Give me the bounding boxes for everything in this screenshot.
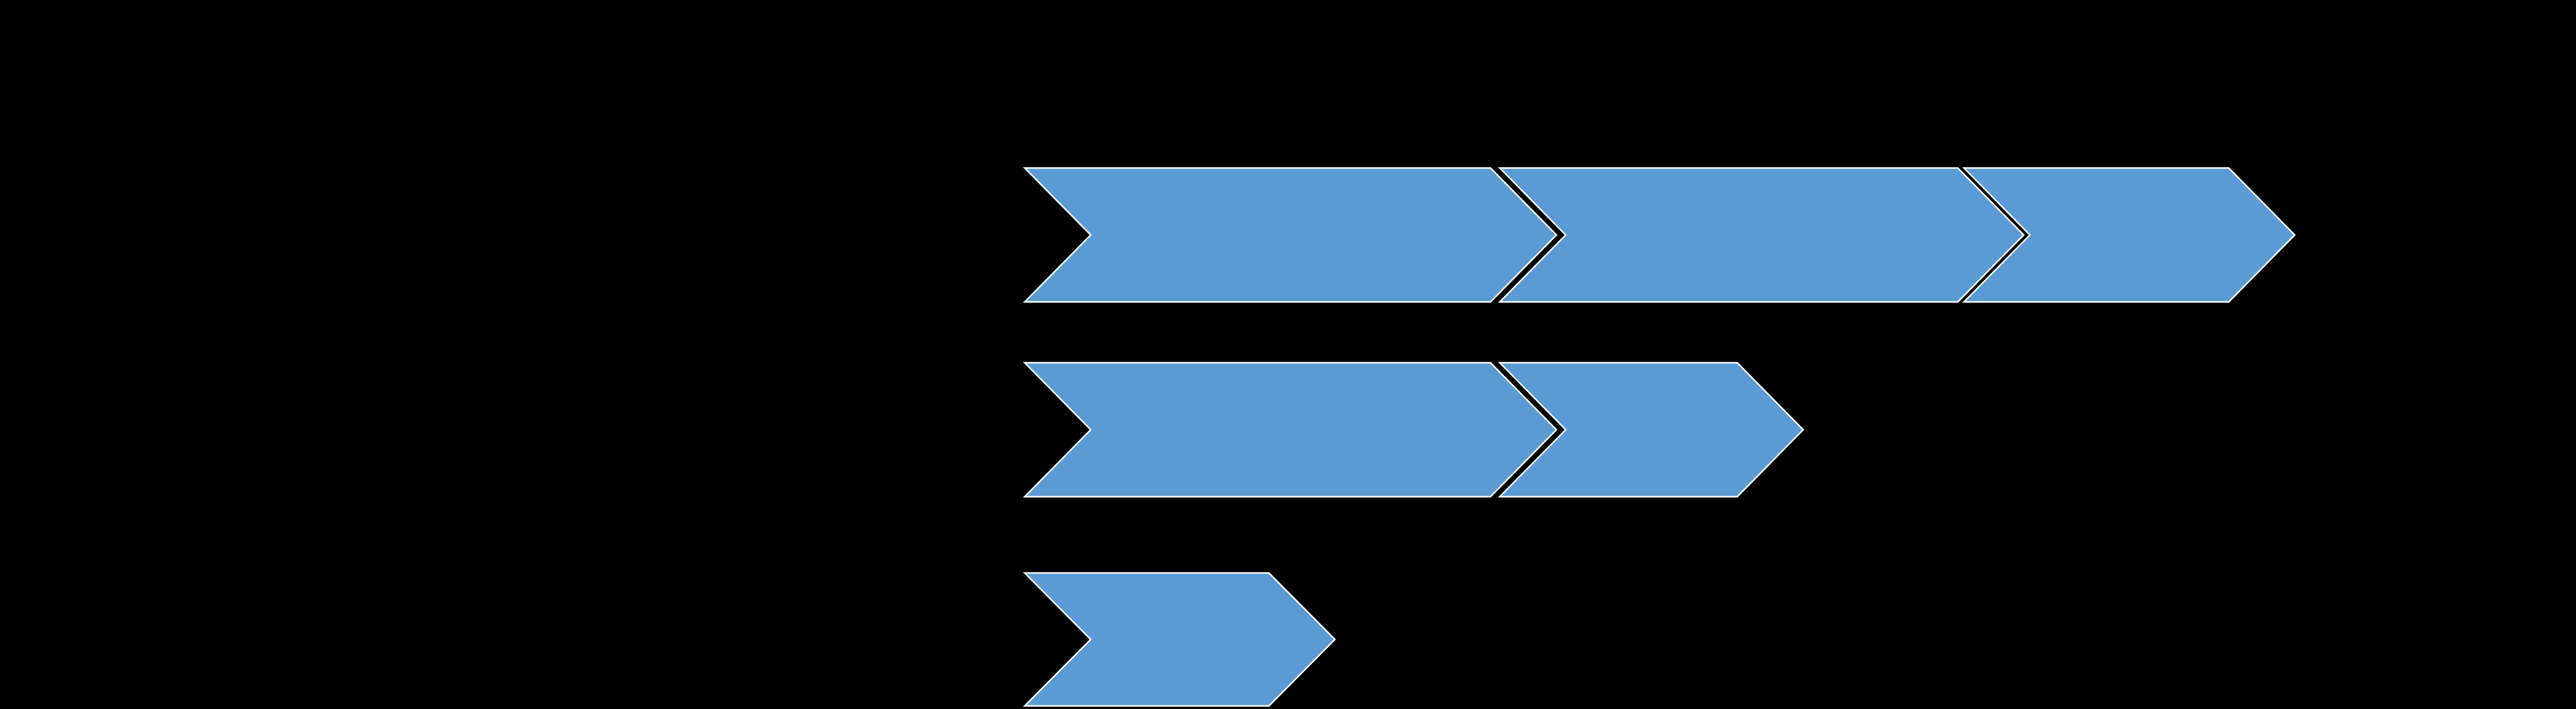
chevron-arrow-row2-step2[interactable] — [1498, 362, 1805, 498]
chevron-arrow-row1-step1[interactable] — [1023, 167, 1558, 303]
process-row-3 — [1023, 572, 1336, 707]
chevron-arrow-row2-step1[interactable] — [1023, 362, 1558, 498]
process-row-1 — [1023, 167, 2296, 303]
process-row-2 — [1023, 362, 1805, 498]
chevron-arrow-row1-step3[interactable] — [1962, 167, 2296, 303]
chevron-arrow-row1-step2[interactable] — [1498, 167, 2025, 303]
chevron-arrow-row3-step1[interactable] — [1023, 572, 1336, 707]
